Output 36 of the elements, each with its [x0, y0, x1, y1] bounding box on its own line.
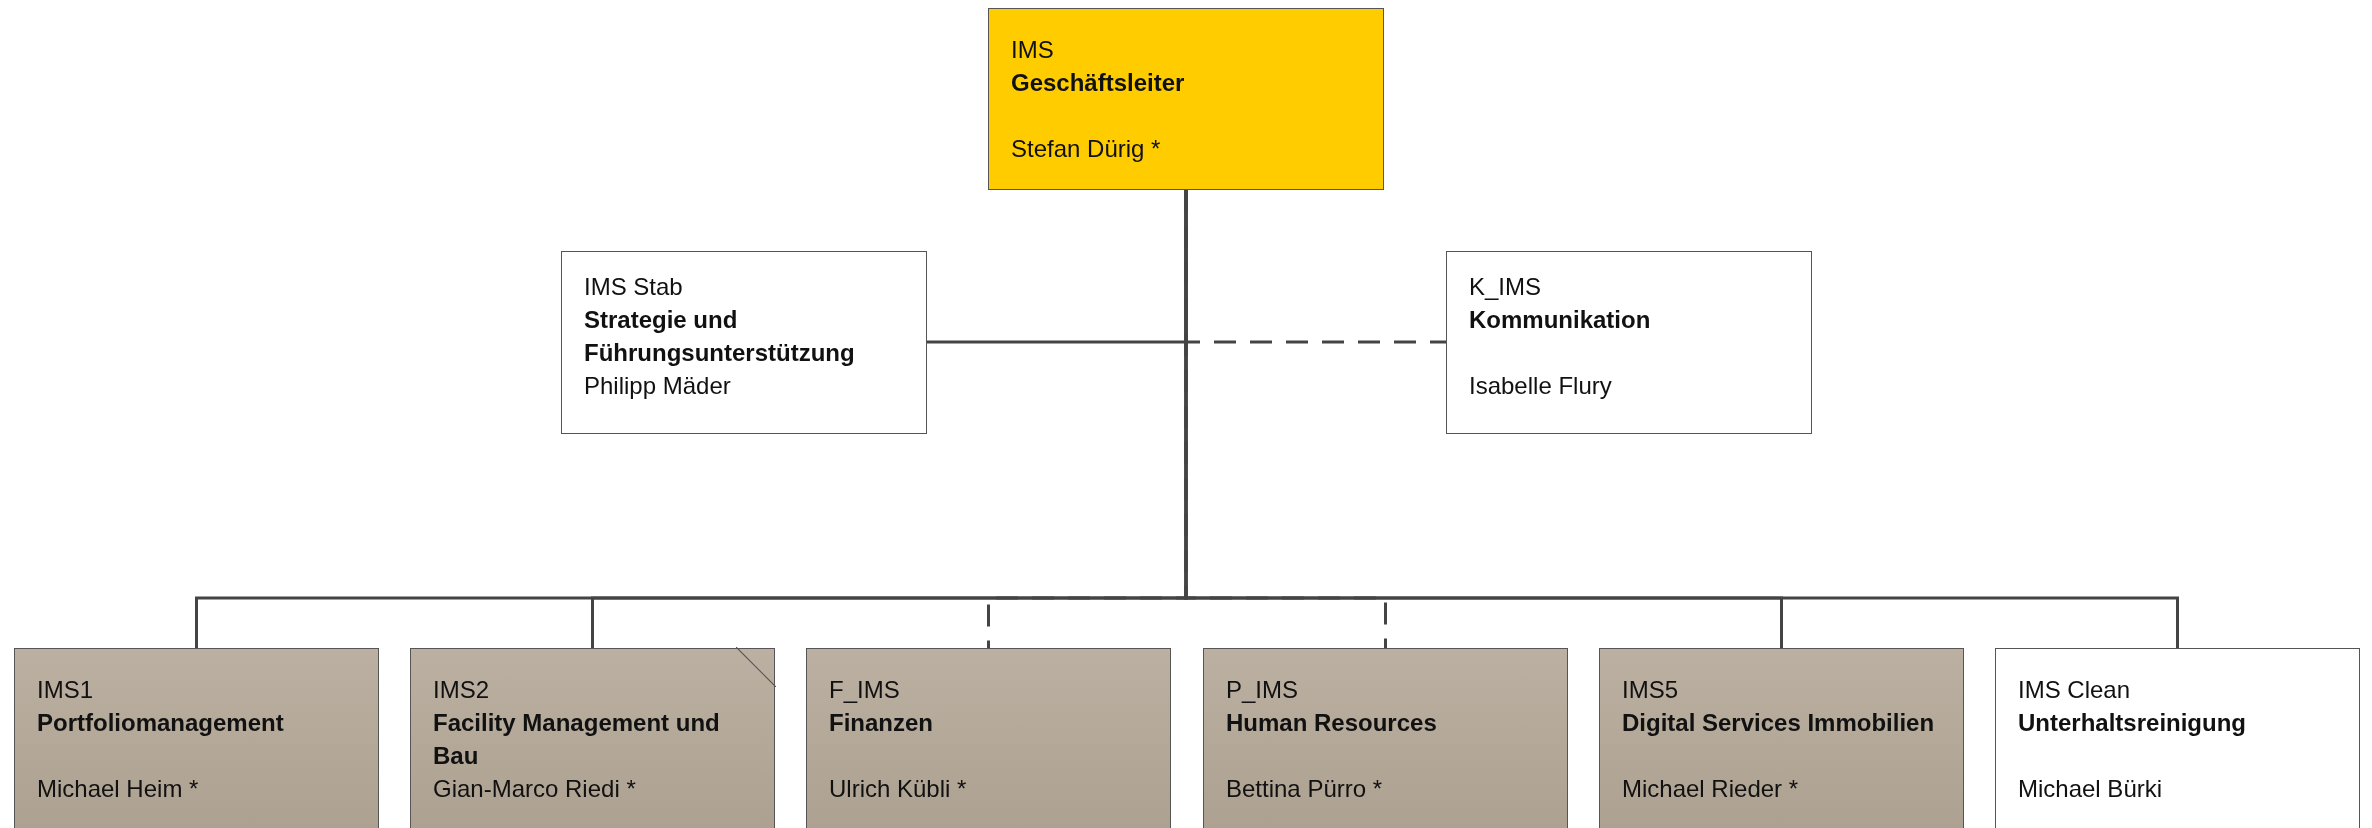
unit-code: IMS1 — [37, 675, 94, 705]
org-unit-box — [561, 251, 927, 434]
unit-title: Portfoliomanagement — [37, 708, 285, 738]
org-unit-box — [14, 648, 379, 828]
unit-code: IMS — [1011, 35, 1055, 65]
org-unit-box — [410, 648, 775, 828]
unit-title: Finanzen — [829, 708, 934, 738]
person-name: Philipp Mäder — [584, 371, 732, 401]
org-unit-box — [988, 8, 1384, 190]
unit-code: IMS Stab — [584, 272, 684, 302]
unit-title: Kommunikation — [1469, 305, 1652, 335]
unit-code: IMS5 — [1622, 675, 1679, 705]
person-name: Michael Rieder * — [1622, 774, 1800, 804]
unit-code: IMS2 — [433, 675, 490, 705]
person-name: Bettina Pürro * — [1226, 774, 1384, 804]
unit-title: Facility Management und Bau — [433, 708, 721, 771]
org-unit-box — [1203, 648, 1568, 828]
unit-title: Human Resources — [1226, 708, 1438, 738]
org-unit-box — [806, 648, 1171, 828]
unit-title: Geschäftsleiter — [1011, 68, 1186, 98]
person-name: Isabelle Flury — [1469, 371, 1613, 401]
person-name: Michael Heim * — [37, 774, 200, 804]
person-name: Gian-Marco Riedi * — [433, 774, 637, 804]
unit-code: P_IMS — [1226, 675, 1300, 705]
org-unit-box — [1446, 251, 1812, 434]
unit-code: IMS Clean — [2018, 675, 2132, 705]
unit-title: Digital Services Immobilien — [1622, 708, 1936, 738]
person-name: Stefan Dürig * — [1011, 134, 1162, 164]
unit-code: F_IMS — [829, 675, 901, 705]
unit-code: K_IMS — [1469, 272, 1543, 302]
unit-title: Strategie und Führungsunterstützung — [584, 305, 856, 368]
person-name: Ulrich Kübli * — [829, 774, 968, 804]
unit-title: Unterhaltsreinigung — [2018, 708, 2247, 738]
org-unit-box — [1599, 648, 1964, 828]
org-unit-box — [1995, 648, 2360, 828]
person-name: Michael Bürki — [2018, 774, 2164, 804]
